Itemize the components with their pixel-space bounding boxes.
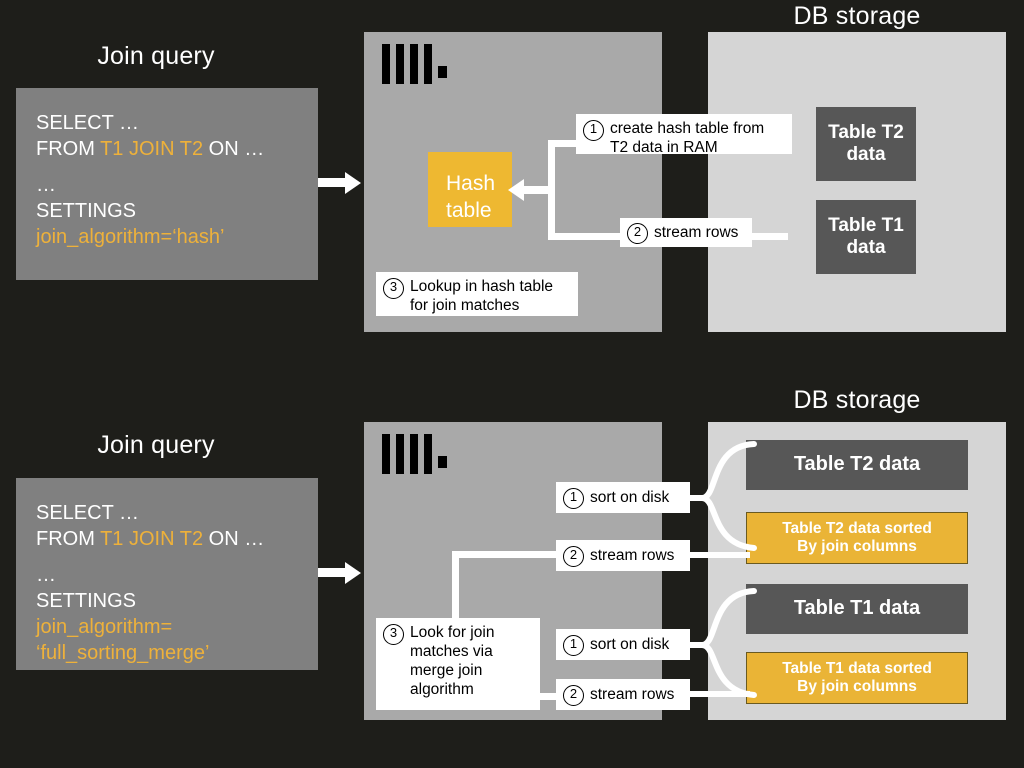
- table-block-line-2: data: [846, 237, 886, 258]
- top-bus-to-hash-line: [524, 186, 552, 194]
- callout-sort-on-disk-t2: 1 sort on disk: [556, 482, 690, 513]
- arrow-left-icon: [508, 179, 524, 201]
- callout-number: 1: [563, 634, 584, 656]
- callout-text: stream rows: [590, 547, 675, 564]
- top-query-line-3: …: [36, 174, 56, 196]
- top-query-box: SELECT … FROM T1 JOIN T2 ON … … SETTINGS…: [16, 88, 318, 280]
- bottom-query-line-3: …: [36, 564, 56, 586]
- bottom-join-query-heading: Join query: [97, 431, 215, 459]
- table-block-label: Table T1 data: [793, 597, 921, 620]
- bottom-query-line-1: SELECT …: [36, 502, 139, 524]
- table-block-t2-data: Table T2 data: [746, 440, 968, 490]
- bottom-query-from: FROM: [36, 528, 101, 550]
- table-block-t2-data-top: Table T2 data: [816, 107, 916, 181]
- callout-text: Lookup in hash table for join matches: [410, 278, 554, 314]
- callout-number: 3: [383, 624, 404, 645]
- bottom-query-line-2: FROM T1 JOIN T2 ON …: [36, 526, 298, 552]
- callout-text: sort on disk: [590, 636, 670, 653]
- table-block-line-1: Table T2: [828, 121, 904, 143]
- arrow-right-icon: [345, 171, 361, 194]
- callout-text: Look for join matches via merge join alg…: [410, 624, 495, 698]
- arrow-right-icon: [345, 561, 361, 584]
- callout-stream-rows-t2: 2 stream rows: [556, 540, 690, 571]
- top-query-from: FROM: [36, 138, 101, 160]
- clickhouse-logo-icon: [382, 434, 448, 476]
- callout-text: sort on disk: [590, 489, 670, 506]
- top-query-line-2: FROM T1 JOIN T2 ON …: [36, 136, 298, 162]
- bottom-query-on: ON …: [203, 528, 265, 550]
- top-db-storage-heading: DB storage: [793, 2, 921, 30]
- callout-stream-rows-t1: 2 stream rows: [556, 679, 690, 710]
- bottom-query-line-5: join_algorithm=: [36, 616, 173, 638]
- top-query-join-clause: T1 JOIN T2: [100, 138, 204, 160]
- hash-table-line-2: table: [446, 199, 492, 222]
- callout-text: stream rows: [654, 224, 739, 241]
- top-query-line-4: SETTINGS: [36, 200, 137, 222]
- table-block-label: Table T2 data: [793, 453, 921, 476]
- bottom-stream-t2-to-sorted-line: [688, 552, 750, 558]
- bottom-db-storage-heading: DB storage: [793, 386, 921, 414]
- bottom-query-line-6: ‘full_sorting_merge’: [36, 642, 210, 664]
- callout-text: create hash table from T2 data in RAM: [610, 120, 765, 156]
- table-block-t1-data-top: Table T1 data: [816, 200, 916, 274]
- callout-create-hash-table: 1 create hash table from T2 data in RAM: [576, 114, 792, 156]
- table-block-line-1: Table T2 data sorted: [782, 519, 932, 537]
- table-block-t1-sorted: Table T1 data sorted By join columns: [746, 652, 968, 704]
- top-query-to-engine-line: [318, 178, 348, 187]
- table-block-line-2: By join columns: [797, 538, 917, 555]
- bottom-query-join-clause: T1 JOIN T2: [100, 528, 204, 550]
- callout-number: 1: [583, 120, 604, 141]
- top-query-on: ON …: [203, 138, 265, 160]
- hash-table-block: Hash table: [428, 152, 512, 227]
- clickhouse-logo-icon: [382, 44, 448, 86]
- top-query-line-5: join_algorithm=‘hash’: [36, 226, 225, 248]
- callout-number: 3: [383, 278, 404, 299]
- top-query-line-1: SELECT …: [36, 112, 139, 134]
- table-block-line-1: Table T1: [828, 214, 904, 236]
- top-db-storage-panel: [708, 32, 1006, 332]
- bottom-query-to-engine-line: [318, 568, 348, 577]
- table-block-line-2: data: [846, 144, 886, 165]
- callout-merge-join: 3 Look for join matches via merge join a…: [376, 618, 540, 710]
- callout-lookup-hash-table: 3 Lookup in hash table for join matches: [376, 272, 578, 316]
- callout-stream-rows-top: 2 stream rows: [620, 218, 752, 247]
- table-block-line-2: By join columns: [797, 678, 917, 695]
- hash-table-line-1: Hash: [446, 172, 496, 195]
- callout-text: stream rows: [590, 686, 675, 703]
- table-block-t2-sorted: Table T2 data sorted By join columns: [746, 512, 968, 564]
- bottom-stream-bus-vertical: [452, 551, 459, 626]
- bottom-stream-t1-to-sorted-line: [688, 691, 750, 697]
- callout-number: 2: [563, 545, 584, 567]
- table-block-t1-data: Table T1 data: [746, 584, 968, 634]
- callout-number: 2: [563, 684, 584, 706]
- brace-connector-t2: [688, 441, 757, 551]
- callout-sort-on-disk-t1: 1 sort on disk: [556, 629, 690, 660]
- bottom-query-line-4: SETTINGS: [36, 590, 137, 612]
- table-block-line-1: Table T1 data sorted: [782, 659, 932, 677]
- callout-number: 2: [627, 222, 648, 244]
- brace-connector-t1: [688, 588, 757, 698]
- bottom-query-box: SELECT … FROM T1 JOIN T2 ON … … SETTINGS…: [16, 478, 318, 670]
- callout-number: 1: [563, 487, 584, 509]
- bottom-stream-bus-horizontal: [452, 551, 562, 558]
- top-join-query-heading: Join query: [97, 42, 215, 70]
